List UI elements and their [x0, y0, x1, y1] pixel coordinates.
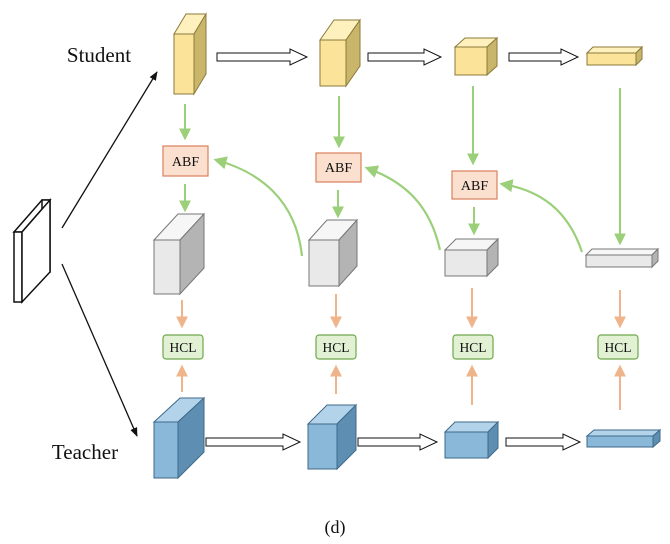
student-arrow-3: [508, 48, 580, 66]
gray-block-2: [307, 218, 359, 288]
teacher-block-4: [585, 428, 662, 449]
student-block-3: [453, 36, 499, 77]
student-block-2: [319, 18, 361, 88]
arrow-input-to-student: [61, 71, 158, 229]
student-arrow-1: [216, 48, 309, 66]
teacher-label: Teacher: [52, 440, 118, 464]
student-block-4: [585, 45, 644, 67]
hcl-label-3: HCL: [460, 340, 487, 355]
abf-label-3: ABF: [461, 179, 488, 194]
gray-block-1: [152, 212, 206, 296]
abf-label-1: ABF: [172, 155, 199, 170]
input-image: [12, 198, 52, 304]
student-block-1: [173, 12, 207, 96]
abf-label-2: ABF: [325, 161, 352, 176]
hcl-label-2: HCL: [323, 340, 350, 355]
hcl-box-2: HCL: [315, 334, 357, 360]
arrow-input-to-teacher: [61, 263, 138, 437]
teacher-arrow-2: [357, 433, 439, 451]
gray-block-3: [443, 237, 500, 278]
hcl-box-1: HCL: [162, 334, 204, 360]
curve-gray3-to-abf2: [364, 165, 442, 251]
curve-gray4-to-abf3: [499, 179, 584, 253]
student-label: Student: [67, 43, 131, 67]
figure-caption: (d): [325, 517, 346, 538]
gray-block-4: [584, 247, 660, 269]
student-arrow-2: [367, 48, 443, 66]
curve-gray2-to-abf1: [213, 156, 304, 257]
teacher-arrow-3: [505, 433, 582, 451]
hcl-label-1: HCL: [170, 340, 197, 355]
hcl-label-4: HCL: [605, 340, 632, 355]
abf-box-3: ABF: [451, 170, 498, 200]
abf-box-1: ABF: [162, 145, 209, 177]
hcl-box-4: HCL: [597, 334, 639, 360]
teacher-block-2: [306, 403, 358, 471]
teacher-block-3: [443, 420, 500, 460]
hcl-box-3: HCL: [452, 334, 494, 360]
teacher-block-1: [152, 396, 206, 480]
teacher-arrow-1: [205, 433, 302, 451]
abf-box-2: ABF: [315, 152, 362, 183]
